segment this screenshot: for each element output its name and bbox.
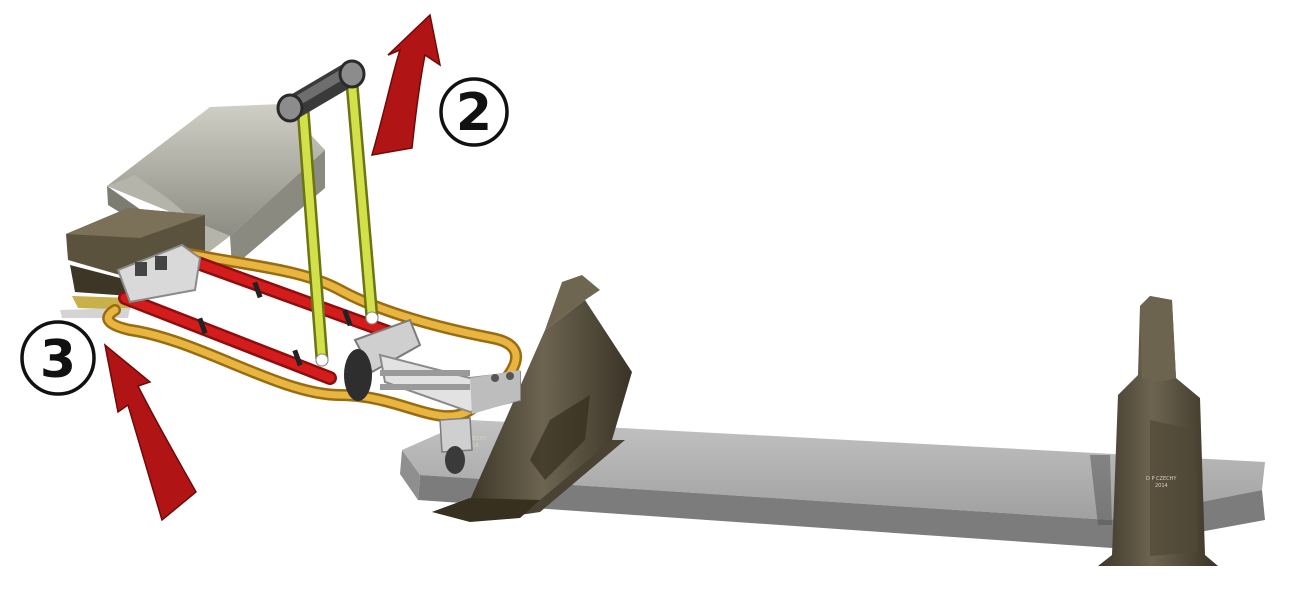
rail-right: D P CZECHY 2014 xyxy=(1090,296,1218,566)
step-2-label: 2 xyxy=(439,77,509,147)
rail-left: D P CZECHY 2014 xyxy=(432,275,632,522)
rail-right-marking: D P CZECHY 2014 xyxy=(1146,476,1177,489)
insulating-pole xyxy=(296,77,379,367)
contact-rail-clamp xyxy=(116,243,202,304)
red-grounding-cable xyxy=(118,255,417,385)
svg-text:2014: 2014 xyxy=(1155,483,1168,489)
svg-text:D P CZECHY: D P CZECHY xyxy=(1146,476,1177,482)
pole-handle xyxy=(276,59,366,123)
svg-text:2: 2 xyxy=(456,83,492,143)
running-rail-clamp xyxy=(344,318,521,474)
svg-text:3: 3 xyxy=(40,330,76,390)
step-3-label: 3 xyxy=(20,320,96,396)
step-3-arrow xyxy=(103,343,197,522)
step-2-arrow xyxy=(370,13,442,156)
cable-ties xyxy=(197,281,353,367)
